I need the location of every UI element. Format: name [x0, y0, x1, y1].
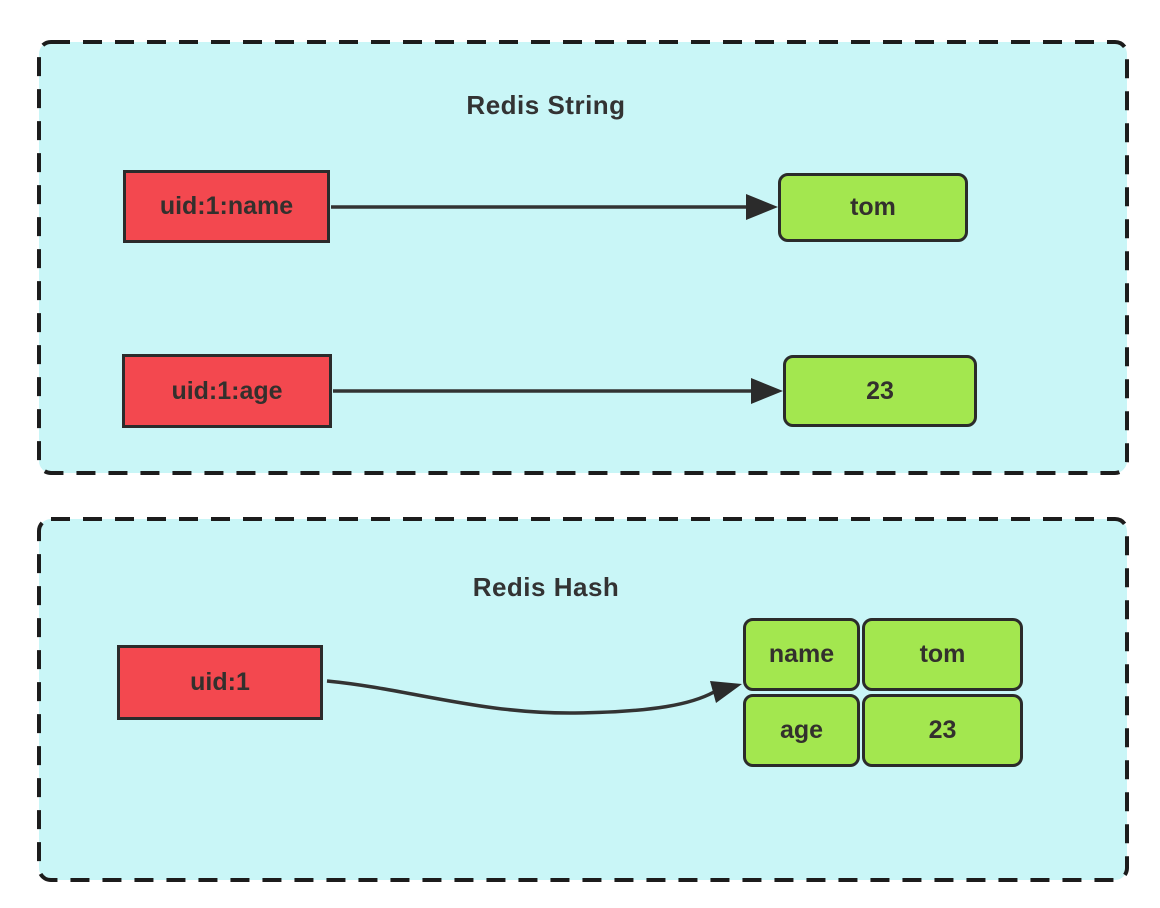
hash-cell-field-name: name: [743, 618, 860, 691]
arrow-uid1name-to-tom: [331, 194, 778, 220]
value-node-23: 23: [783, 355, 977, 427]
redis-hash-title: Redis Hash: [472, 572, 620, 602]
key-node-uid-1-age: uid:1:age: [122, 354, 332, 428]
key-node-uid-1: uid:1: [117, 645, 323, 720]
redis-string-title: Redis String: [466, 90, 626, 120]
arrow-uid1-to-hash-table: [326, 679, 742, 715]
hash-cell-value-23: 23: [862, 694, 1023, 767]
arrow-uid1age-to-23: [333, 378, 783, 404]
value-node-tom: tom: [778, 173, 968, 242]
hash-cell-value-tom: tom: [862, 618, 1023, 691]
key-node-uid-1-name: uid:1:name: [123, 170, 330, 243]
hash-cell-field-age: age: [743, 694, 860, 767]
redis-hash-panel: [37, 517, 1129, 882]
